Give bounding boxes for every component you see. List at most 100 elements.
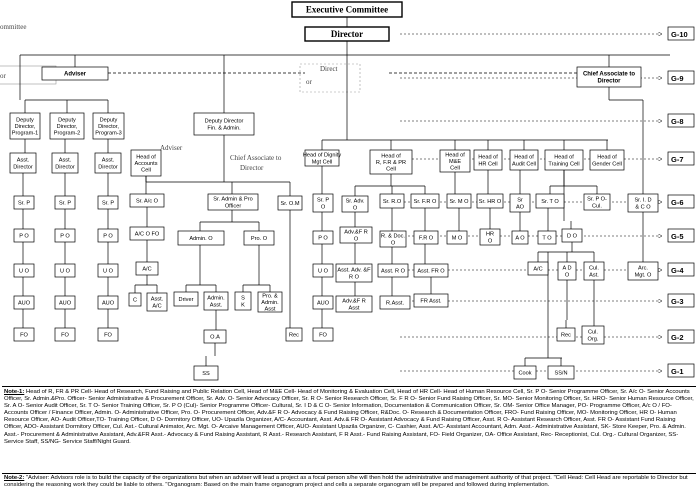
org-box-label: U O [103, 269, 114, 275]
org-box-mo: M O [446, 230, 468, 245]
org-box-label: P O [60, 234, 70, 240]
org-box-label: Head of [381, 153, 401, 159]
org-box-frame [535, 193, 565, 209]
org-box-label: O [565, 272, 570, 278]
org-box-label: C [133, 298, 137, 304]
org-box-label: Program-3 [95, 131, 121, 137]
org-box-label: Cook [518, 371, 531, 377]
note-2-label: Note-2: [4, 475, 25, 481]
grade-label: G-6 [671, 198, 684, 207]
org-box-label: Director [13, 164, 33, 170]
org-box-label: HR Cell [478, 161, 497, 167]
org-box-label: Admin. [261, 300, 279, 306]
org-box-frame [54, 327, 76, 342]
org-box-label: S [241, 296, 245, 302]
org-box-frame [51, 152, 79, 174]
org-box-label: Audit Cell [512, 161, 536, 167]
org-box-frame [177, 230, 225, 246]
org-box-sao: Sr. A/c O [129, 193, 165, 208]
org-box-label: Sr. I. D [634, 198, 651, 204]
note-2: Note-2: "Adviser: Advisors role is to bu… [4, 475, 694, 499]
org-box-label: Sr. P [317, 198, 329, 204]
org-box-culas: Cul.Ast. [583, 261, 605, 281]
org-box-ss: SS [193, 365, 219, 381]
org-box-frame [257, 291, 283, 313]
org-box-frame [312, 193, 334, 213]
grade-box [667, 293, 695, 308]
grade-label: G-8 [671, 117, 684, 126]
org-box-label: Sr. Admin & Pro [213, 197, 252, 203]
org-box-label: Admin. [207, 296, 225, 302]
org-box-frame [92, 112, 125, 140]
org-box-frame [513, 365, 537, 380]
org-box-uo1: U O [13, 263, 35, 278]
org-box-frame [379, 295, 411, 310]
org-box-label: AUO [18, 301, 31, 307]
org-box-label: Head of [478, 155, 498, 161]
org-box-label: Asst. [17, 158, 30, 164]
org-box-frame [627, 261, 659, 281]
org-box-frame [13, 263, 35, 278]
org-box-frame [146, 292, 168, 312]
org-box-frame [589, 149, 625, 171]
org-box-label: HR [486, 232, 494, 238]
org-box-ad1: Asst.Director [9, 152, 37, 174]
org-box-label: R.Asst. [386, 301, 404, 307]
org-box-frame [54, 295, 76, 310]
org-box-frame [312, 295, 334, 310]
connector-lines [19, 17, 670, 366]
org-box-frame [135, 261, 159, 276]
org-box-label: Sr. P [102, 201, 114, 207]
org-box-label: Asst. [102, 158, 115, 164]
org-box-director: Director [304, 26, 390, 42]
org-box-label: Cul. [592, 203, 602, 209]
org-box-sto: Sr. T O [535, 193, 565, 209]
org-box-fo2: FO [54, 327, 76, 342]
org-box-label: U O [60, 269, 71, 275]
grade-box [667, 113, 695, 128]
org-box-label: R. & Doc. [381, 234, 405, 240]
org-box-frame [285, 327, 303, 342]
org-box-label: Sr. Adv. [346, 199, 365, 205]
org-box-frame [547, 365, 575, 380]
org-box-label: FO [104, 333, 112, 339]
ghost-label: Direct [320, 65, 338, 73]
org-box-label: Training Cell [548, 161, 579, 167]
org-box-label: Cell [141, 168, 151, 174]
org-box-label: U O [318, 269, 329, 275]
notes-split-line [2, 473, 696, 474]
org-box-label: SS/N [554, 371, 567, 377]
org-box-exec: Executive Committee [291, 1, 403, 18]
org-box-frame [97, 195, 119, 210]
note-2-text: "Adviser: Advisors role is to build the … [4, 475, 688, 489]
org-box-auo1: AUO [13, 295, 35, 310]
org-box-label: Asst. [210, 302, 223, 308]
grade-box [667, 228, 695, 243]
org-box-label: T O [542, 236, 552, 242]
org-box-po1: P O [13, 228, 35, 243]
org-box-sidc: Sr. I. D& C O [627, 193, 659, 213]
org-box-label: FR Asst. [420, 299, 442, 305]
org-box-uo3: U O [97, 263, 119, 278]
org-box-sro: Sr. R.O [379, 193, 405, 209]
org-box-label: O [321, 204, 326, 210]
org-box-adviser: Adviser [41, 66, 109, 81]
org-box-label: Sr. A/c O [136, 199, 159, 205]
org-box-label: O [488, 238, 493, 244]
org-box-label: AUO [59, 301, 72, 307]
org-box-frame [557, 261, 577, 281]
org-box-ado: A DO [557, 261, 577, 281]
org-box-frame [369, 149, 413, 175]
grade-box [667, 151, 695, 166]
org-box-frame [446, 193, 472, 209]
org-box-ac1: A/C [135, 261, 159, 276]
org-box-label: Sr. O.M [281, 201, 300, 207]
org-box-frame [193, 365, 219, 381]
org-box-label: Head of [554, 155, 574, 161]
org-box-frame [291, 1, 403, 18]
org-box-label: Director [98, 164, 118, 170]
